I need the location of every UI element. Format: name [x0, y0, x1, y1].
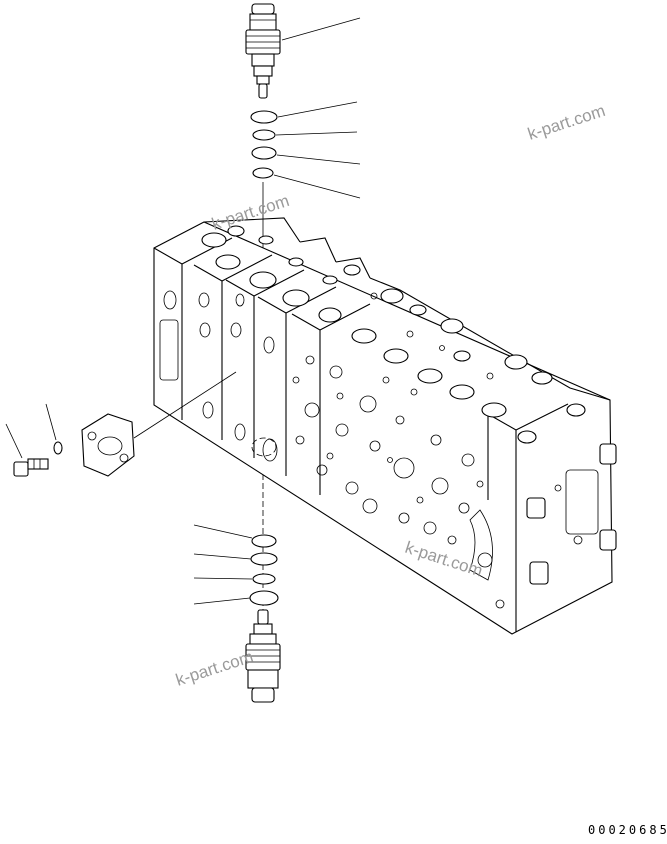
- upper-o-ring-2: [251, 146, 277, 160]
- lower-o-ring-2: [250, 552, 278, 566]
- top-relief-valve: [245, 3, 281, 99]
- lower-o-ring-3: [249, 590, 279, 606]
- upper-o-ring-1: [250, 110, 278, 124]
- lower-backup-ring: [252, 573, 276, 585]
- watermark-4: k-part.com: [173, 647, 255, 690]
- bolt-leader: [5, 423, 23, 459]
- watermark-1: k-part.com: [525, 101, 607, 144]
- upper-o-ring-3: [252, 167, 274, 179]
- figure-code: 00020685: [588, 823, 667, 837]
- watermark-2: k-part.com: [209, 191, 291, 234]
- flange-bolt: [13, 458, 49, 477]
- lower-leader-lines: [193, 524, 253, 605]
- flange-plate: [81, 371, 237, 477]
- bottom-relief-valve: [245, 609, 281, 703]
- control-valve-block: [153, 217, 617, 635]
- lower-o-ring-1: [251, 534, 277, 548]
- flange-washer: [53, 441, 63, 455]
- upper-backup-ring: [252, 129, 276, 141]
- hidden-port-ring: [251, 437, 277, 457]
- upper-leader-lines: [273, 17, 361, 199]
- washer-leader: [45, 403, 57, 441]
